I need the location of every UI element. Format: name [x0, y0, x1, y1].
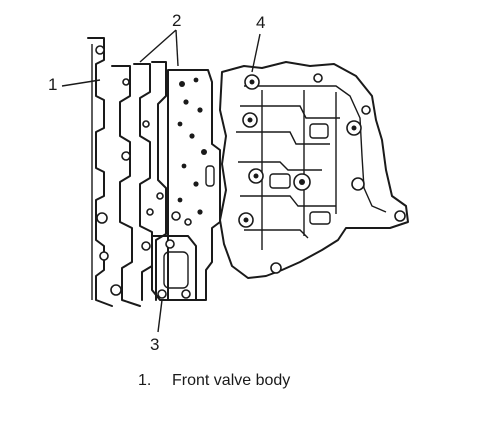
leader-line-3: [157, 299, 163, 333]
callout-2: 2: [172, 11, 182, 30]
leader-line-2b: [175, 29, 179, 67]
callout-3: 3: [150, 335, 160, 354]
rear-valve-body-part: [219, 61, 409, 279]
leader-lines: [61, 29, 261, 333]
separator-plates-part: [111, 61, 167, 307]
figure-caption: 1. Front valve body: [138, 372, 290, 390]
separator-plate-center: [151, 69, 221, 301]
callout-1: 1: [48, 75, 58, 94]
callout-4: 4: [256, 13, 266, 32]
caption-number: 1.: [138, 372, 152, 389]
leader-line-4: [251, 33, 261, 73]
front-valve-body-part: [87, 37, 122, 307]
leader-line-1: [61, 79, 101, 87]
caption-text: Front valve body: [172, 372, 291, 389]
leader-line-2a: [139, 29, 177, 63]
